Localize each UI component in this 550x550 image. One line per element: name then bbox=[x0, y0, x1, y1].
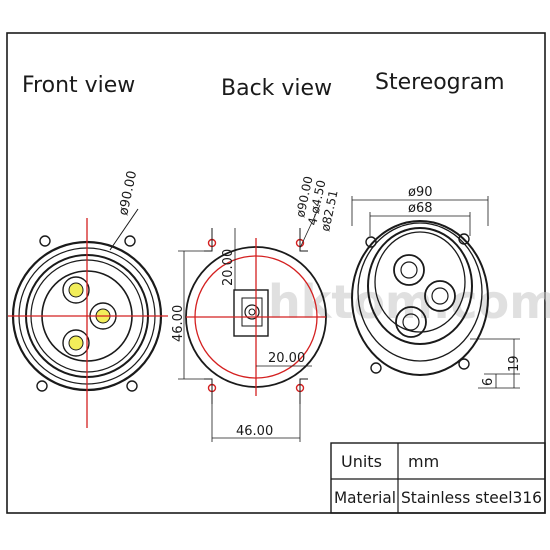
back-view: 20.00 46.00 20.00 46.00 ø90.00 4-ø4.50 ø… bbox=[171, 175, 341, 442]
stereo-led-icon bbox=[431, 287, 449, 305]
back-square-corner bbox=[204, 228, 213, 252]
back-inner-width-label: 20.00 bbox=[268, 351, 305, 366]
front-led-cup bbox=[62, 276, 90, 304]
back-top-height-label: 20.00 bbox=[221, 249, 236, 286]
back-left-height-label: 46.00 bbox=[171, 305, 186, 342]
front-diameter-label: ø90.00 bbox=[116, 170, 140, 217]
stereo-flange-edge bbox=[357, 222, 483, 362]
back-connector-pin-core bbox=[248, 308, 256, 316]
spec-table: Units mm Material Stainless steel316 bbox=[330, 442, 546, 514]
stereo-led-cup bbox=[395, 306, 427, 338]
stereo-outer-diameter-label: ø90 bbox=[408, 185, 433, 200]
stereo-screw bbox=[458, 233, 470, 245]
back-connector-pin bbox=[244, 304, 260, 320]
stereo-led-icon bbox=[400, 261, 418, 279]
back-view-title: Back view bbox=[221, 76, 332, 101]
stereo-flange-height-label: 6 bbox=[481, 378, 496, 386]
stereo-total-height-label: 19 bbox=[507, 355, 522, 372]
back-bottom-width-label: 46.00 bbox=[236, 424, 273, 439]
back-square-corner bbox=[299, 228, 308, 252]
back-diameter-leader bbox=[299, 204, 321, 249]
front-view: ø90.00 bbox=[8, 170, 168, 428]
front-mount-hole bbox=[39, 235, 51, 247]
stereo-led-cup bbox=[393, 254, 425, 286]
back-square-corner bbox=[204, 378, 213, 404]
stereo-screw bbox=[370, 362, 382, 374]
stereo-led-icon bbox=[402, 313, 420, 331]
spec-table-frame bbox=[330, 442, 546, 514]
sheet-border bbox=[6, 32, 546, 514]
led-icon bbox=[68, 335, 84, 351]
back-connector-inner bbox=[241, 297, 263, 327]
stereogram-title: Stereogram bbox=[375, 70, 505, 95]
units-label: Units bbox=[341, 452, 382, 471]
stereogram-view: ø90 ø68 19 6 bbox=[351, 185, 522, 389]
front-led-cup bbox=[62, 329, 90, 357]
stereo-lens-ring bbox=[374, 231, 466, 333]
front-view-title: Front view bbox=[22, 73, 135, 98]
stereo-housing-ring bbox=[367, 227, 473, 345]
front-mount-hole bbox=[36, 380, 48, 392]
back-connector-housing bbox=[233, 289, 269, 337]
back-square-corner bbox=[299, 378, 308, 404]
stereo-inner-diameter-label: ø68 bbox=[408, 201, 433, 216]
material-value: Stainless steel316 bbox=[401, 488, 542, 507]
stereo-screw bbox=[458, 358, 470, 370]
stereo-outer-body bbox=[351, 220, 489, 376]
front-mount-hole bbox=[124, 235, 136, 247]
units-value: mm bbox=[408, 452, 439, 471]
front-diameter-leader bbox=[109, 208, 139, 251]
led-icon bbox=[68, 282, 84, 298]
stereo-led-cup bbox=[424, 280, 456, 312]
front-mount-hole bbox=[126, 380, 138, 392]
stereo-screw bbox=[365, 236, 377, 248]
material-label: Material bbox=[334, 488, 396, 507]
watermark: hktom.com bbox=[268, 275, 550, 329]
